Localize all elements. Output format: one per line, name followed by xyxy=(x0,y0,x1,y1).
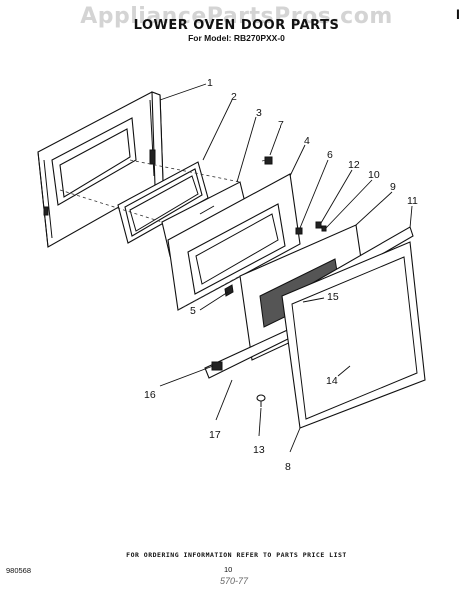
callout-13: 13 xyxy=(253,444,265,456)
document-number: 980568 xyxy=(6,566,32,575)
ordering-note: FOR ORDERING INFORMATION REFER TO PARTS … xyxy=(126,551,347,559)
part-16-end-cap xyxy=(211,361,223,371)
part-12-screw xyxy=(315,221,322,229)
callout-10: 10 xyxy=(368,169,380,181)
callout-labels: 1 2 3 7 4 6 12 10 9 11 15 5 16 14 17 13 … xyxy=(144,77,418,473)
callout-1: 1 xyxy=(207,77,213,89)
callout-9: 9 xyxy=(390,181,396,193)
part-10-bracket xyxy=(321,225,327,232)
callout-8: 8 xyxy=(285,461,291,473)
callout-14: 14 xyxy=(326,375,338,387)
alignment-lines xyxy=(59,159,267,311)
part-8-door-frame xyxy=(281,241,426,429)
leader-lines xyxy=(159,83,413,453)
callout-11: 11 xyxy=(407,195,418,207)
callout-4: 4 xyxy=(304,135,310,147)
handwritten-scribble: 570-77 xyxy=(220,576,249,586)
callout-7: 7 xyxy=(278,119,284,131)
model-subtitle: For Model: RB270PXX-0 xyxy=(188,33,285,43)
part-1-outer-door-panel xyxy=(37,91,164,248)
page-title: LOWER OVEN DOOR PARTS xyxy=(133,18,340,33)
callout-12: 12 xyxy=(348,159,360,171)
corner-mark: I xyxy=(456,6,460,22)
diagram-header: LOWER OVEN DOOR PARTS xyxy=(0,10,473,33)
callout-17: 17 xyxy=(209,429,221,441)
callout-15: 15 xyxy=(327,291,339,303)
page-number: 10 xyxy=(224,565,233,574)
part-7-clip xyxy=(264,156,273,165)
part-6-clip xyxy=(295,227,303,235)
part-4-inner-door-panel xyxy=(167,173,301,311)
callout-3: 3 xyxy=(256,107,262,119)
callout-2: 2 xyxy=(231,91,237,103)
callout-16: 16 xyxy=(144,389,156,401)
callout-6: 6 xyxy=(327,149,333,161)
part-13-screw xyxy=(256,394,266,407)
watermark: AppliancePartsPros.com xyxy=(80,4,393,29)
callout-5: 5 xyxy=(190,305,196,317)
